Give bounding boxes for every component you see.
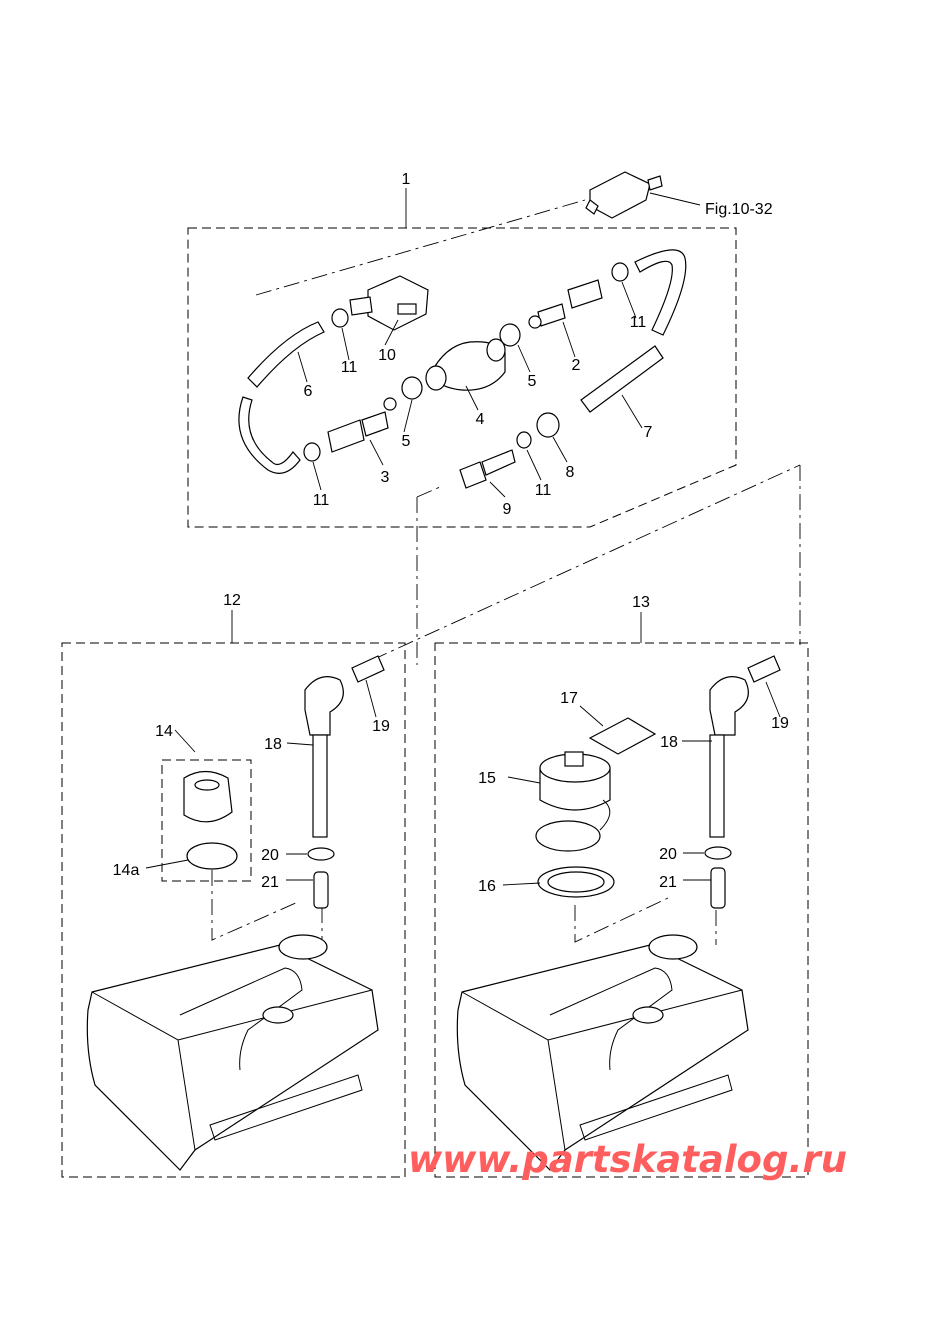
callout-17: 17 xyxy=(560,690,578,707)
callout-8: 8 xyxy=(566,464,575,481)
fig-10-32-connector xyxy=(585,171,663,219)
callout-21: 21 xyxy=(659,874,677,891)
fitting-3 xyxy=(327,397,397,453)
callout-18: 18 xyxy=(660,734,678,751)
callout-19: 19 xyxy=(372,718,390,735)
callout-4: 4 xyxy=(476,411,485,428)
fitting-19-right xyxy=(747,655,781,683)
elbow-fitting-12 xyxy=(304,676,344,838)
callout-20: 20 xyxy=(261,847,279,864)
callout-12: 12 xyxy=(223,592,241,609)
callout-20: 20 xyxy=(659,846,677,863)
strainer-21-right xyxy=(710,867,726,909)
o-ring-20-left xyxy=(307,847,335,861)
callout-5: 5 xyxy=(402,433,411,450)
hose-assembly-group-box xyxy=(187,227,737,528)
callout-21: 21 xyxy=(261,874,279,891)
cap-14-group-box xyxy=(161,759,252,882)
callout-6: 6 xyxy=(304,383,313,400)
hose-6 xyxy=(238,321,325,474)
clamps-11 xyxy=(303,262,629,462)
callout-9: 9 xyxy=(503,501,512,518)
cap-14 xyxy=(183,770,233,823)
callout-10: 10 xyxy=(378,347,396,364)
callout-11: 11 xyxy=(313,492,330,509)
gasket-17 xyxy=(588,717,657,755)
callout-14a: 14a xyxy=(113,862,140,879)
leader-lines xyxy=(145,188,781,886)
o-ring-20-right xyxy=(704,846,732,860)
callout-3: 3 xyxy=(381,469,390,486)
reference-fig-10-32: Fig.10-32 xyxy=(705,201,773,218)
watermark: www.partskatalog.ru xyxy=(408,1138,847,1181)
callout-15: 15 xyxy=(478,770,496,787)
callout-11: 11 xyxy=(630,314,647,331)
callout-13: 13 xyxy=(632,594,650,611)
tank-12-group-box xyxy=(61,642,406,1178)
sleeves-5-8 xyxy=(401,323,560,438)
callout-7: 7 xyxy=(644,424,653,441)
callout-11: 11 xyxy=(535,482,552,499)
o-ring-15 xyxy=(535,820,601,852)
fitting-19-left xyxy=(351,655,385,683)
callout-11: 11 xyxy=(341,359,358,376)
o-ring-14a xyxy=(186,842,238,870)
elbow-fitting-13 xyxy=(709,676,749,838)
tank-13-group-box xyxy=(434,642,809,1178)
cap-15 xyxy=(539,751,611,831)
callout-19: 19 xyxy=(771,715,789,732)
hose-7 xyxy=(580,249,687,413)
strainer-21-left xyxy=(313,871,329,909)
connector-10 xyxy=(349,275,429,331)
fuel-tank-12 xyxy=(86,934,379,1171)
primer-bulb-4 xyxy=(425,338,506,391)
callout-16: 16 xyxy=(478,878,496,895)
callout-1: 1 xyxy=(402,171,411,188)
callout-2: 2 xyxy=(572,357,581,374)
callout-5: 5 xyxy=(528,373,537,390)
ring-16 xyxy=(537,866,615,898)
fitting-9 xyxy=(459,449,516,489)
callout-18: 18 xyxy=(264,736,282,753)
callout-14: 14 xyxy=(155,723,173,740)
fitting-2 xyxy=(528,279,603,329)
fuel-tank-13 xyxy=(456,934,749,1171)
